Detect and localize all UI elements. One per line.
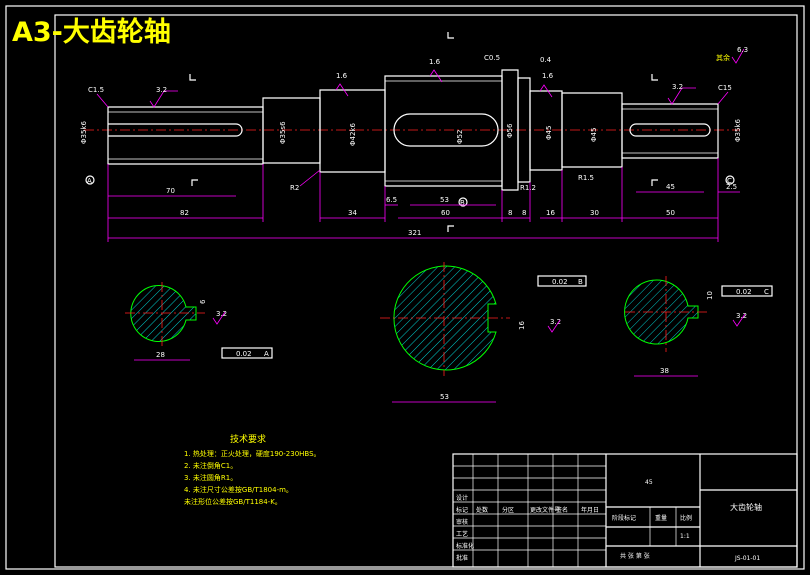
svg-text:34: 34 bbox=[348, 209, 357, 217]
svg-text:比例: 比例 bbox=[680, 514, 692, 522]
chamfer-right-label: C15 bbox=[718, 84, 732, 92]
section-left: 28 6 3.2 0.02 A bbox=[125, 282, 273, 361]
svg-text:签名: 签名 bbox=[556, 506, 568, 514]
svg-text:2. 未注倒角C1。: 2. 未注倒角C1。 bbox=[184, 461, 237, 470]
svg-text:60: 60 bbox=[441, 209, 450, 217]
svg-text:2.5: 2.5 bbox=[726, 183, 737, 191]
svg-text:Φ35s6: Φ35s6 bbox=[279, 121, 287, 144]
fillet-r15: R1.5 bbox=[578, 174, 594, 182]
svg-text:6.5: 6.5 bbox=[386, 196, 397, 204]
technical-requirements: 技术要求 1. 热处理：正火处理，硬度190-230HBS。 2. 未注倒角C1… bbox=[184, 433, 321, 506]
chamfer-mid-label: C0.5 bbox=[484, 54, 500, 62]
svg-text:6: 6 bbox=[199, 299, 207, 304]
svg-text:重量: 重量 bbox=[655, 514, 667, 522]
datum-c-marker bbox=[725, 175, 735, 185]
svg-text:标准化: 标准化 bbox=[456, 542, 474, 550]
svg-text:Φ52: Φ52 bbox=[456, 130, 464, 144]
svg-text:16: 16 bbox=[546, 209, 555, 217]
outer-frame bbox=[5, 5, 805, 570]
svg-text:分区: 分区 bbox=[502, 506, 514, 514]
fillet-r2: R2 bbox=[290, 184, 299, 192]
svg-text:Φ35k6: Φ35k6 bbox=[80, 121, 88, 144]
svg-text:A: A bbox=[87, 177, 92, 185]
svg-text:技术要求: 技术要求 bbox=[230, 433, 266, 445]
svg-text:53: 53 bbox=[440, 393, 449, 401]
svg-text:更改文件号: 更改文件号 bbox=[530, 506, 560, 514]
material-cell: 45 bbox=[645, 479, 653, 486]
svg-text:标记: 标记 bbox=[456, 506, 468, 514]
roughness-marks: 3.2 1.6 1.6 1.6 3.2 0.4 bbox=[149, 56, 696, 108]
svg-text:8: 8 bbox=[522, 209, 526, 217]
shaft-main-view bbox=[84, 69, 740, 191]
svg-text:0.02: 0.02 bbox=[552, 278, 568, 286]
svg-text:阶段标记: 阶段标记 bbox=[612, 514, 636, 522]
svg-text:1.6: 1.6 bbox=[336, 72, 348, 80]
svg-text:C: C bbox=[727, 177, 732, 185]
section-right: 38 10 3.2 0.02 C bbox=[624, 276, 773, 377]
svg-text:50: 50 bbox=[666, 209, 675, 217]
svg-text:A: A bbox=[264, 350, 269, 358]
svg-text:70: 70 bbox=[166, 187, 175, 195]
svg-text:年月日: 年月日 bbox=[581, 506, 599, 514]
svg-text:1. 热处理：正火处理，硬度190-230HBS。: 1. 热处理：正火处理，硬度190-230HBS。 bbox=[184, 449, 321, 458]
svg-text:C: C bbox=[764, 288, 769, 296]
svg-text:处数: 处数 bbox=[476, 506, 488, 514]
svg-text:3.2: 3.2 bbox=[216, 310, 227, 318]
datum-b-marker bbox=[458, 197, 468, 207]
svg-text:Φ35k6: Φ35k6 bbox=[734, 119, 742, 142]
sheet-cell: 共 张 第 张 bbox=[620, 552, 650, 560]
roughness-04: 0.4 bbox=[540, 56, 552, 64]
svg-text:16: 16 bbox=[518, 321, 526, 330]
section-middle: 53 16 3.2 0.02 B bbox=[380, 262, 587, 403]
datum-a-marker bbox=[85, 175, 95, 185]
svg-text:8: 8 bbox=[508, 209, 512, 217]
svg-text:3.2: 3.2 bbox=[672, 83, 683, 91]
chamfer-left-label: C1.5 bbox=[88, 86, 104, 94]
svg-text:批准: 批准 bbox=[456, 554, 468, 562]
svg-text:3.2: 3.2 bbox=[550, 318, 561, 326]
drawing-title: A3-大齿轮轴 bbox=[12, 17, 171, 48]
scale-cell: 1:1 bbox=[680, 533, 690, 540]
fillet-r12: R1.2 bbox=[520, 184, 536, 192]
svg-text:53: 53 bbox=[440, 196, 449, 204]
svg-text:工艺: 工艺 bbox=[456, 530, 468, 538]
roughness-symbol-icon bbox=[731, 48, 745, 64]
svg-text:B: B bbox=[460, 199, 465, 207]
svg-text:4. 未注尺寸公差按GB/T1804-m。: 4. 未注尺寸公差按GB/T1804-m。 bbox=[184, 485, 293, 494]
inner-frame bbox=[54, 14, 798, 568]
svg-text:3.2: 3.2 bbox=[736, 312, 747, 320]
svg-text:审核: 审核 bbox=[456, 518, 468, 526]
svg-text:28: 28 bbox=[156, 351, 165, 359]
svg-text:3.2: 3.2 bbox=[156, 86, 167, 94]
svg-text:设计: 设计 bbox=[456, 494, 468, 502]
svg-text:3. 未注圆角R1。: 3. 未注圆角R1。 bbox=[184, 473, 237, 482]
drawing-number-cell: JS-01-01 bbox=[734, 555, 760, 562]
svg-text:38: 38 bbox=[660, 367, 669, 375]
svg-text:0.02: 0.02 bbox=[236, 350, 252, 358]
svg-text:1.6: 1.6 bbox=[429, 58, 441, 66]
svg-text:30: 30 bbox=[590, 209, 599, 217]
svg-text:Φ45: Φ45 bbox=[590, 128, 598, 142]
svg-text:Φ45: Φ45 bbox=[545, 126, 553, 140]
svg-text:B: B bbox=[578, 278, 583, 286]
dimension-lines: 70 82 34 6.5 60 53 8 8 16 30 50 45 2.5 3… bbox=[107, 158, 740, 242]
svg-text:Φ42k6: Φ42k6 bbox=[349, 123, 357, 146]
title-block: 45 大齿轮轴 1:1 JS-01-01 共 张 第 张 标记 处数 分区 更改… bbox=[452, 453, 798, 568]
svg-text:1.6: 1.6 bbox=[542, 72, 554, 80]
svg-text:10: 10 bbox=[706, 291, 714, 300]
diameter-labels: Φ35k6 Φ35s6 Φ42k6 Φ52 Φ56 Φ45 Φ45 Φ35k6 bbox=[80, 119, 742, 146]
svg-text:82: 82 bbox=[180, 209, 189, 217]
svg-text:0.02: 0.02 bbox=[736, 288, 752, 296]
rest-finish-value: 6.3 bbox=[737, 46, 748, 54]
rest-finish-label: 其余 bbox=[716, 53, 730, 62]
part-name-cell: 大齿轮轴 bbox=[730, 502, 762, 512]
svg-text:未注形位公差按GB/T1184-K。: 未注形位公差按GB/T1184-K。 bbox=[184, 497, 282, 506]
section-cut-markers bbox=[189, 32, 658, 232]
svg-text:45: 45 bbox=[666, 183, 675, 191]
svg-text:Φ56: Φ56 bbox=[506, 123, 514, 138]
svg-text:321: 321 bbox=[408, 229, 421, 237]
